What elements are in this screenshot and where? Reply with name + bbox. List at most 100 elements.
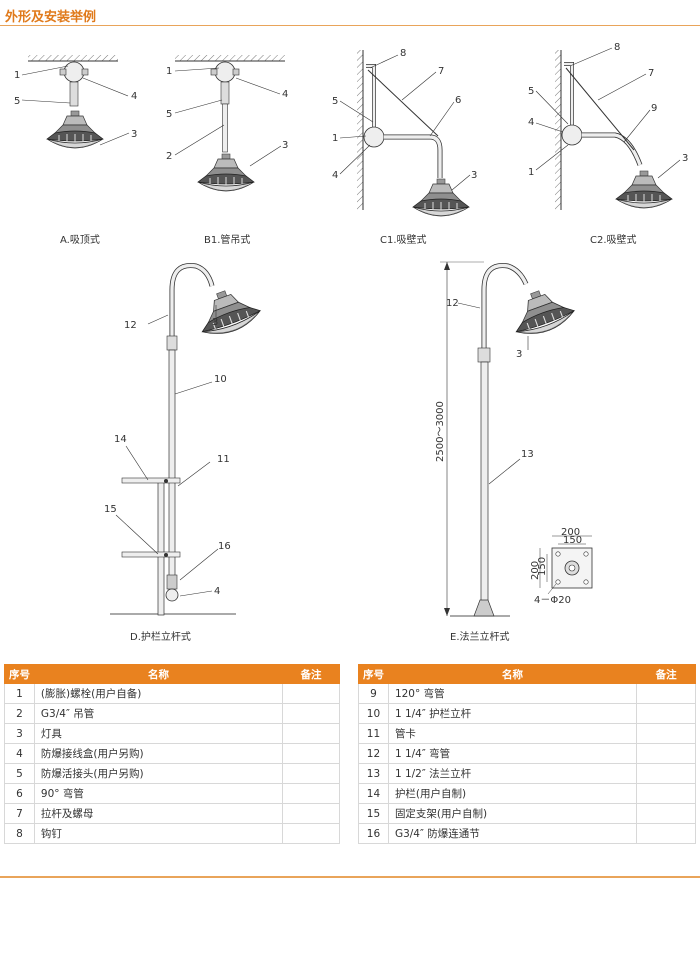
svg-text:10: 10 (214, 374, 227, 385)
flange-holes-label: 4－Φ20 (534, 595, 571, 606)
row-note (282, 803, 340, 824)
caption-c1: C1.吸壁式 (380, 233, 427, 246)
svg-text:8: 8 (614, 42, 620, 53)
svg-text:3: 3 (212, 317, 218, 328)
row-note (636, 783, 696, 804)
row-name: 钩钉 (33, 823, 284, 844)
svg-text:4: 4 (131, 91, 137, 102)
row-note (282, 703, 340, 724)
svg-text:12: 12 (446, 298, 459, 309)
row-no: 4 (4, 743, 35, 764)
caption-a: A.吸顶式 (60, 233, 100, 246)
diagram-d: 12 3 10 14 11 15 16 4 D.护栏立杆式 (104, 263, 265, 643)
caption-d: D.护栏立杆式 (130, 630, 191, 643)
row-no: 3 (4, 723, 35, 744)
footer-divider (0, 876, 700, 878)
row-name: 管卡 (387, 723, 638, 744)
row-name: G3/4″ 吊管 (33, 703, 284, 724)
svg-text:3: 3 (682, 153, 688, 164)
section-title: 外形及安装举例 (5, 10, 97, 25)
row-no: 8 (4, 823, 35, 844)
svg-text:15: 15 (104, 504, 117, 515)
row-name: 灯具 (33, 723, 284, 744)
flange-height-label: 200 (530, 561, 541, 580)
flange-width-label: 200 (561, 527, 580, 538)
svg-text:4: 4 (332, 170, 338, 181)
flange-hole-spacing-vertical-label: 150 (537, 557, 548, 576)
caption-b1: B1.管吊式 (204, 233, 250, 246)
row-no: 13 (358, 763, 389, 784)
row-note (282, 683, 340, 704)
svg-text:1: 1 (166, 66, 172, 77)
svg-text:4: 4 (528, 117, 534, 128)
row-no: 9 (358, 683, 389, 704)
svg-text:4: 4 (214, 586, 220, 597)
row-note (636, 743, 696, 764)
row-note (282, 763, 340, 784)
diagram-c2: 8 7 9 5 4 1 3 C2.吸壁式 (528, 42, 688, 246)
table-row: 1(膨胀)螺栓(用户自备) (4, 683, 340, 704)
svg-text:7: 7 (438, 66, 444, 77)
diagram-c1: 8 7 6 5 1 4 3 C1.吸壁式 (332, 48, 477, 246)
header-no: 序号 (4, 664, 35, 684)
caption-c2: C2.吸壁式 (590, 233, 637, 246)
row-name: 120° 弯管 (387, 683, 638, 704)
row-note (282, 743, 340, 764)
diagram-e: 2500～3000 12 3 13 200 150 200 150 4－Φ20 … (435, 261, 593, 643)
row-name: 拉杆及螺母 (33, 803, 284, 824)
row-note (636, 703, 696, 724)
diagram-b1: 1 5 2 4 3 B1.管吊式 (166, 55, 288, 246)
row-note (636, 763, 696, 784)
row-no: 7 (4, 803, 35, 824)
header-note: 备注 (636, 664, 696, 684)
svg-text:9: 9 (651, 103, 657, 114)
row-no: 12 (358, 743, 389, 764)
row-note (636, 803, 696, 824)
svg-text:3: 3 (516, 349, 522, 360)
header-note: 备注 (282, 664, 340, 684)
svg-text:13: 13 (521, 449, 534, 460)
pole-height-label: 2500～3000 (435, 401, 446, 462)
row-name: G3/4″ 防爆连通节 (387, 823, 638, 844)
svg-text:11: 11 (217, 454, 230, 465)
installation-diagrams: 1 5 4 3 A.吸顶式 1 5 2 4 3 B1.管吊式 (14, 42, 688, 643)
svg-text:5: 5 (332, 96, 338, 107)
svg-text:1: 1 (332, 133, 338, 144)
svg-text:7: 7 (648, 68, 654, 79)
row-no: 15 (358, 803, 389, 824)
row-name: 1 1/2″ 法兰立杆 (387, 763, 638, 784)
header-name: 名称 (33, 664, 284, 684)
svg-text:5: 5 (166, 109, 172, 120)
row-name: 1 1/4″ 护栏立杆 (387, 703, 638, 724)
svg-text:5: 5 (528, 86, 534, 97)
caption-e: E.法兰立杆式 (450, 630, 510, 643)
svg-text:2: 2 (166, 151, 172, 162)
row-name: 90° 弯管 (33, 783, 284, 804)
svg-text:3: 3 (282, 140, 288, 151)
flange-hole-spacing-label: 150 (563, 535, 582, 546)
row-name: 护栏(用户自制) (387, 783, 638, 804)
row-no: 1 (4, 683, 35, 704)
title-divider (0, 25, 700, 26)
svg-text:3: 3 (131, 129, 137, 140)
header-name: 名称 (387, 664, 638, 684)
row-note (636, 723, 696, 744)
row-note (282, 783, 340, 804)
svg-text:16: 16 (218, 541, 231, 552)
svg-text:8: 8 (400, 48, 406, 59)
svg-text:1: 1 (14, 70, 20, 81)
